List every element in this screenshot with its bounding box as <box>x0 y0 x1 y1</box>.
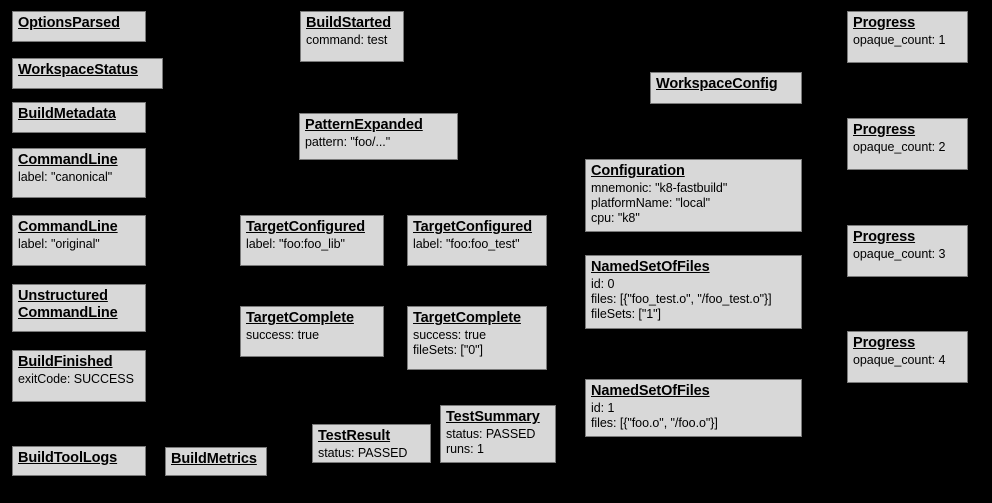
node-title: WorkspaceConfig <box>656 76 778 92</box>
node-title: BuildStarted <box>306 15 392 31</box>
node-fields: label: "foo:foo_test" <box>413 237 520 251</box>
node-title: OptionsParsed <box>18 15 120 31</box>
node-named-set-of-files-1[interactable]: NamedSetOfFiles id: 1 files: [{"foo.o", "… <box>585 379 802 437</box>
node-progress-3[interactable]: Progress opaque_count: 3 <box>847 225 968 277</box>
node-fields: status: PASSED runs: 1 <box>446 427 536 456</box>
node-title: TargetConfigured <box>246 219 365 235</box>
node-title: TestResult <box>318 428 391 444</box>
node-build-started[interactable]: BuildStarted command: test <box>300 11 404 62</box>
node-fields: status: PASSED <box>318 446 408 460</box>
node-fields: success: true fileSets: ["0"] <box>413 328 486 357</box>
node-fields: success: true <box>246 328 319 342</box>
node-title: CommandLine <box>18 219 118 235</box>
node-named-set-of-files-0[interactable]: NamedSetOfFiles id: 0 files: [{"foo_test.… <box>585 255 802 329</box>
node-title: CommandLine <box>18 152 118 168</box>
node-build-tool-logs[interactable]: BuildToolLogs <box>12 446 146 476</box>
node-title: Progress <box>853 229 916 245</box>
node-fields: mnemonic: "k8-fastbuild" platformName: "… <box>591 181 728 225</box>
node-title: Configuration <box>591 163 685 179</box>
node-target-configured-test[interactable]: TargetConfigured label: "foo:foo_test" <box>407 215 547 266</box>
node-fields: opaque_count: 4 <box>853 353 946 367</box>
node-test-summary[interactable]: TestSummary status: PASSED runs: 1 <box>440 405 556 463</box>
node-command-line-canonical[interactable]: CommandLine label: "canonical" <box>12 148 146 198</box>
node-fields: id: 0 files: [{"foo_test.o", "/foo_test.… <box>591 277 772 321</box>
node-title: TargetComplete <box>246 310 354 326</box>
node-fields: label: "canonical" <box>18 170 113 184</box>
node-title: BuildMetrics <box>171 451 257 467</box>
node-progress-1[interactable]: Progress opaque_count: 1 <box>847 11 968 63</box>
node-pattern-expanded[interactable]: PatternExpanded pattern: "foo/..." <box>299 113 458 160</box>
node-configuration[interactable]: Configuration mnemonic: "k8-fastbuild" pl… <box>585 159 802 232</box>
node-options-parsed[interactable]: OptionsParsed <box>12 11 146 42</box>
node-fields: opaque_count: 1 <box>853 33 946 47</box>
node-title: Unstructured CommandLine <box>18 288 118 321</box>
node-progress-2[interactable]: Progress opaque_count: 2 <box>847 118 968 170</box>
node-title: NamedSetOfFiles <box>591 383 710 399</box>
node-build-finished[interactable]: BuildFinished exitCode: SUCCESS <box>12 350 146 402</box>
node-title: TargetComplete <box>413 310 521 326</box>
node-unstructured-command-line[interactable]: Unstructured CommandLine <box>12 284 146 332</box>
node-fields: id: 1 files: [{"foo.o", "/foo.o"}] <box>591 401 718 430</box>
node-target-complete-test[interactable]: TargetComplete success: true fileSets: ["… <box>407 306 547 370</box>
node-test-result[interactable]: TestResult status: PASSED <box>312 424 431 463</box>
node-fields: exitCode: SUCCESS <box>18 372 134 386</box>
node-fields: opaque_count: 3 <box>853 247 946 261</box>
node-workspace-config[interactable]: WorkspaceConfig <box>650 72 802 104</box>
node-title: TestSummary <box>446 409 540 425</box>
node-fields: pattern: "foo/..." <box>305 135 391 149</box>
node-title: Progress <box>853 122 916 138</box>
node-title: Progress <box>853 15 916 31</box>
node-fields: opaque_count: 2 <box>853 140 946 154</box>
node-fields: command: test <box>306 33 388 47</box>
node-build-metadata[interactable]: BuildMetadata <box>12 102 146 133</box>
node-title: WorkspaceStatus <box>18 62 138 78</box>
node-title: BuildToolLogs <box>18 450 118 466</box>
node-target-configured-lib[interactable]: TargetConfigured label: "foo:foo_lib" <box>240 215 384 266</box>
node-target-complete-lib[interactable]: TargetComplete success: true <box>240 306 384 357</box>
node-fields: label: "foo:foo_lib" <box>246 237 345 251</box>
node-command-line-original[interactable]: CommandLine label: "original" <box>12 215 146 266</box>
node-progress-4[interactable]: Progress opaque_count: 4 <box>847 331 968 383</box>
node-title: BuildMetadata <box>18 106 116 122</box>
node-title: PatternExpanded <box>305 117 423 133</box>
node-workspace-status[interactable]: WorkspaceStatus <box>12 58 163 89</box>
node-title: TargetConfigured <box>413 219 532 235</box>
node-title: Progress <box>853 335 916 351</box>
node-title: BuildFinished <box>18 354 113 370</box>
node-fields: label: "original" <box>18 237 100 251</box>
node-build-metrics[interactable]: BuildMetrics <box>165 447 267 476</box>
node-title: NamedSetOfFiles <box>591 259 710 275</box>
